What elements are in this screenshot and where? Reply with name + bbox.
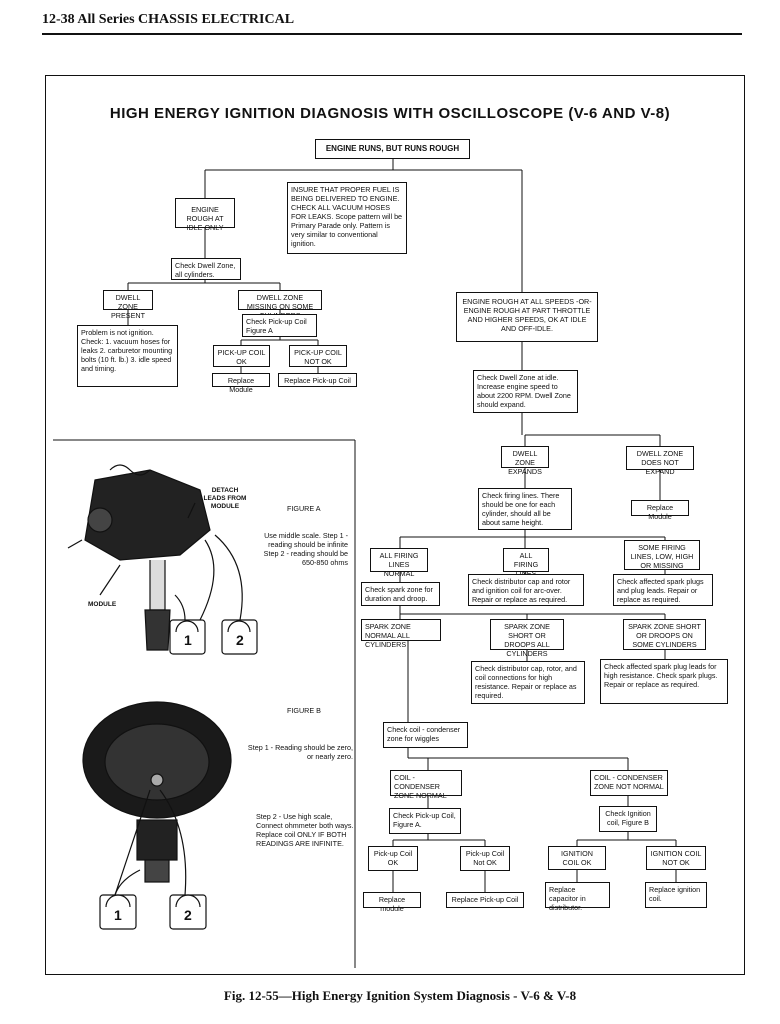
node-engine-runs-rough: ENGINE RUNS, BUT RUNS ROUGH bbox=[315, 139, 470, 159]
node-check-spark-zone: Check spark zone for duration and droop. bbox=[361, 582, 440, 606]
figure-caption: Fig. 12-55—High Energy Ignition System D… bbox=[223, 988, 577, 1003]
node-replace-pickup-3: Replace Pick-up Coil bbox=[446, 892, 524, 908]
meter-1-label: 1 bbox=[184, 632, 192, 648]
node-dwell-no-expand: DWELL ZONE DOES NOT EXPAND bbox=[626, 446, 694, 476]
node-replace-module-1: Replace Module bbox=[212, 373, 270, 394]
node-replace-ign-coil: Replace ignition coil. bbox=[645, 882, 707, 908]
node-firing-normal: ALL FIRING LINES NORMAL bbox=[370, 548, 428, 578]
detach-leads-label: DETACH LEADS FROM MODULE bbox=[203, 487, 247, 510]
meter-2-label-b: 2 bbox=[184, 907, 192, 923]
figure-frame bbox=[45, 75, 745, 975]
page-header: 12-38 All Series CHASSIS ELECTRICAL bbox=[42, 12, 295, 27]
node-check-dwell-idle: Check Dwell Zone at idle. Increase engin… bbox=[473, 370, 578, 413]
module-label: MODULE bbox=[88, 601, 117, 608]
node-check-dist-connections: Check distributor cap, rotor, and coil c… bbox=[471, 661, 585, 704]
node-spark-normal: SPARK ZONE NORMAL ALL CYLINDERS bbox=[361, 619, 441, 649]
figure-a-label: FIGURE A bbox=[287, 504, 321, 513]
figure-b-label: FIGURE B bbox=[287, 706, 321, 715]
figure-a-instructions: Use middle scale. Step 1 - reading shoul… bbox=[263, 531, 348, 567]
node-spark-short-all: SPARK ZONE SHORT OR DROOPS ALL CYLINDERS bbox=[490, 619, 564, 658]
node-check-spark-plugs: Check affected spark plugs and plug lead… bbox=[613, 574, 713, 606]
node-replace-pickup-1: Replace Pick-up Coil bbox=[278, 373, 357, 387]
node-check-pickup-a: Check Pick-up Coil Figure A bbox=[242, 314, 317, 337]
node-pickup-ok: PICK-UP COIL OK bbox=[213, 345, 270, 367]
node-rough-all-speeds: ENGINE ROUGH AT ALL SPEEDS -OR- ENGINE R… bbox=[456, 292, 598, 342]
node-ign-not-ok: IGNITION COIL NOT OK bbox=[646, 846, 706, 870]
node-replace-capacitor: Replace capacitor in distributor. bbox=[545, 882, 610, 912]
node-pickup-ok-2: Pick-up Coil OK bbox=[368, 846, 418, 871]
node-condenser-not-normal: COIL - CONDENSER ZONE NOT NORMAL bbox=[590, 770, 668, 796]
node-replace-module-3: Replace module bbox=[363, 892, 421, 913]
node-check-ignition-b: Check Ignition coil, Figure B bbox=[599, 806, 657, 832]
node-check-firing: Check firing lines. There should be one … bbox=[478, 488, 572, 530]
node-spark-short-some: SPARK ZONE SHORT OR DROOPS ON SOME CYLIN… bbox=[623, 619, 706, 650]
node-not-ignition: Problem is not ignition. Check: 1. vacuu… bbox=[77, 325, 178, 387]
figure-b-step2: Step 2 - Use high scale, Connect ohmmete… bbox=[256, 812, 354, 848]
node-rough-idle: ENGINE ROUGH AT IDLE ONLY bbox=[175, 198, 235, 232]
diagram-title: HIGH ENERGY IGNITION DIAGNOSIS WITH OSCI… bbox=[109, 105, 671, 122]
node-check-plug-leads: Check affected spark plug leads for high… bbox=[600, 659, 728, 704]
node-check-condenser: Check coil - condenser zone for wiggles bbox=[383, 722, 468, 748]
node-check-pickup-a2: Check Pick-up Coil, Figure A. bbox=[389, 808, 461, 834]
meter-1-label-b: 1 bbox=[114, 907, 122, 923]
node-ign-ok: IGNITION COIL OK bbox=[548, 846, 606, 870]
node-pickup-not-ok: PICK-UP COIL NOT OK bbox=[289, 345, 347, 367]
figure-b-step1: Step 1 - Reading should be zero, or near… bbox=[247, 743, 353, 761]
node-check-dwell-all: Check Dwell Zone, all cylinders. bbox=[171, 258, 241, 280]
node-replace-module-2: Replace Module bbox=[631, 500, 689, 521]
meter-2-label: 2 bbox=[236, 632, 244, 648]
node-dwell-present: DWELL ZONE PRESENT bbox=[103, 290, 153, 320]
node-check-distributor-cap: Check distributor cap and rotor and igni… bbox=[468, 574, 584, 606]
node-firing-low: ALL FIRING LINES LOW. bbox=[503, 548, 549, 587]
node-condenser-normal: COIL - CONDENSER ZONE NORMAL bbox=[390, 770, 462, 800]
header-rule bbox=[42, 33, 742, 35]
node-some-firing: SOME FIRING LINES, LOW, HIGH OR MISSING bbox=[624, 540, 700, 570]
node-dwell-expands: DWELL ZONE EXPANDS bbox=[501, 446, 549, 476]
node-pickup-not-ok-2: Pick-up Coil Not OK bbox=[460, 846, 510, 871]
node-insure-fuel: INSURE THAT PROPER FUEL IS BEING DELIVER… bbox=[287, 182, 407, 254]
